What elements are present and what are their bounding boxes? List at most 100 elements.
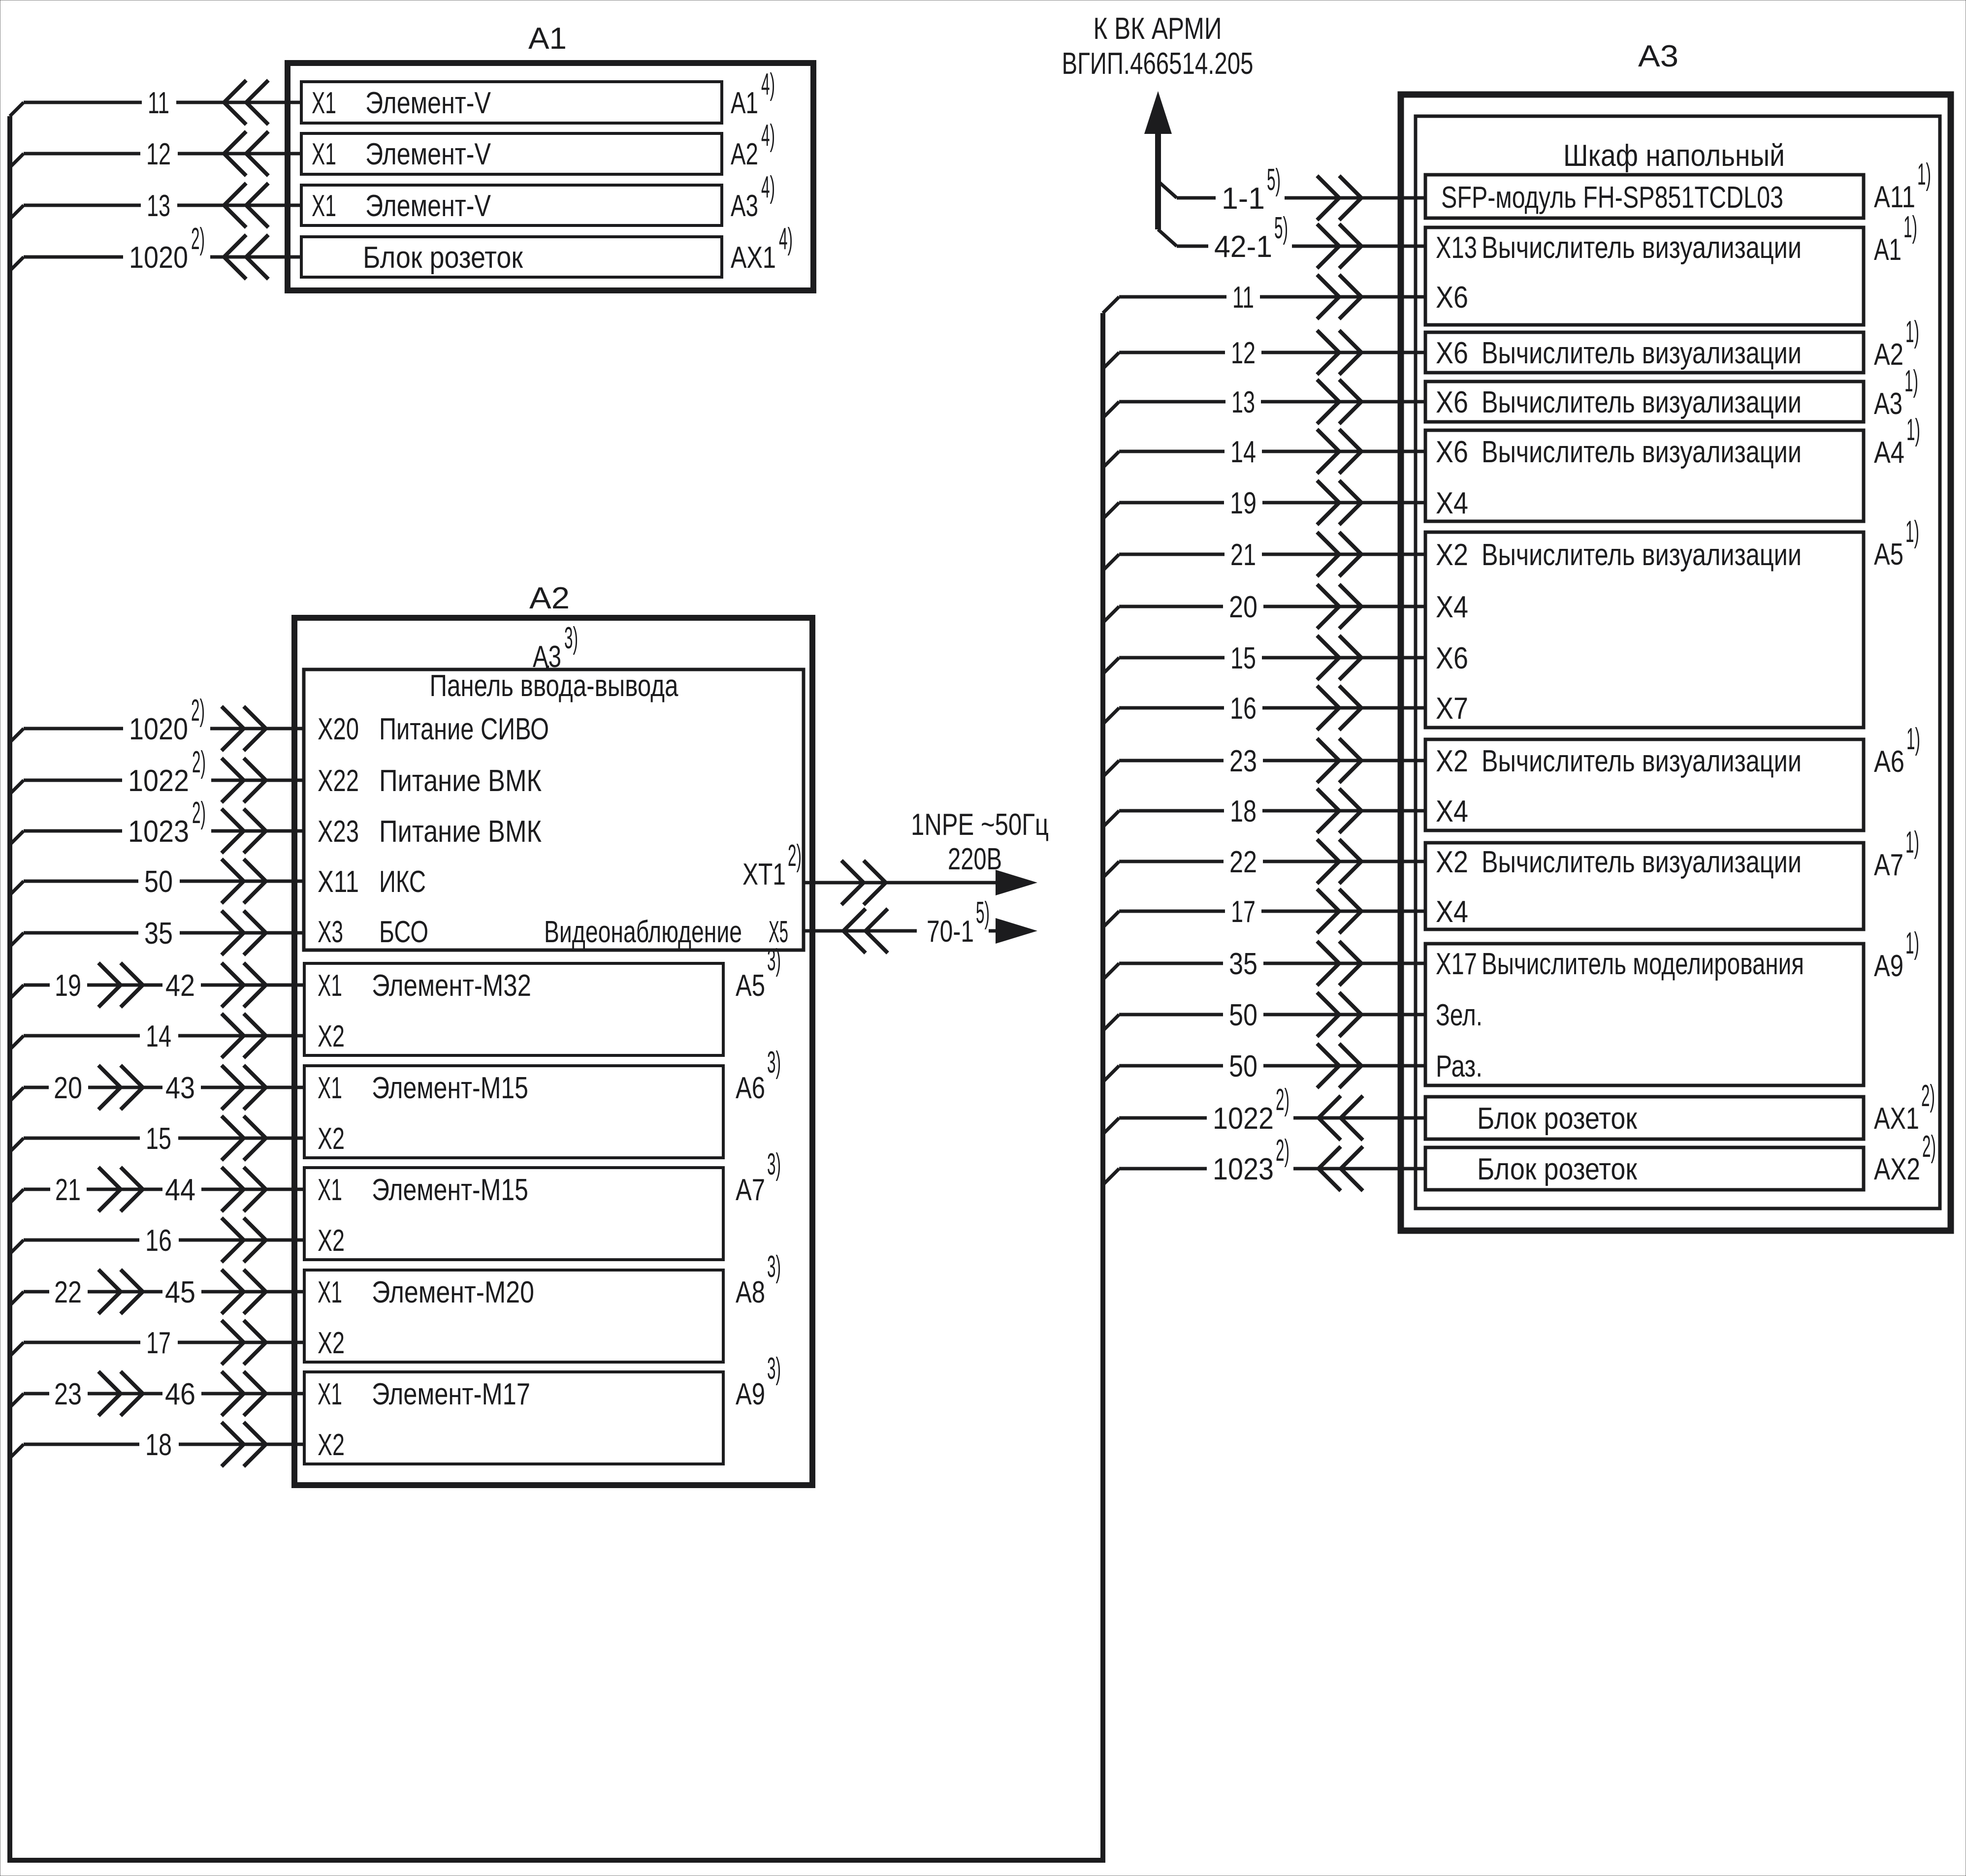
svg-text:A1: A1	[528, 22, 567, 56]
svg-text:Раз.: Раз.	[1436, 1049, 1483, 1083]
svg-text:AX1: AX1	[1874, 1102, 1919, 1136]
svg-text:X2: X2	[318, 1019, 345, 1053]
svg-text:Зел.: Зел.	[1436, 998, 1483, 1032]
svg-text:А3: А3	[1638, 39, 1678, 73]
svg-text:46: 46	[165, 1377, 195, 1411]
svg-text:35: 35	[1229, 947, 1257, 981]
svg-text:4): 4)	[761, 170, 775, 204]
svg-text:A4: A4	[1874, 436, 1904, 470]
svg-text:A2: A2	[529, 581, 570, 615]
svg-text:Питание ВМК: Питание ВМК	[379, 815, 542, 849]
svg-text:3): 3)	[767, 1250, 781, 1284]
svg-text:2): 2)	[1922, 1130, 1936, 1164]
svg-text:1): 1)	[1917, 158, 1931, 191]
svg-text:A1: A1	[731, 86, 758, 120]
svg-text:Элемент-М17: Элемент-М17	[372, 1377, 530, 1411]
svg-text:45: 45	[165, 1275, 195, 1309]
svg-text:X11: X11	[318, 865, 359, 899]
svg-text:A11: A11	[1874, 180, 1915, 214]
svg-text:X5: X5	[769, 915, 788, 949]
svg-text:Вычислитель визуализации: Вычислитель визуализации	[1482, 231, 1802, 265]
svg-text:18: 18	[1230, 795, 1257, 828]
svg-text:20: 20	[1229, 590, 1257, 624]
svg-text:12: 12	[1231, 336, 1256, 370]
svg-text:К ВК АРМИ: К ВК АРМИ	[1094, 12, 1222, 46]
svg-text:Элемент-V: Элемент-V	[365, 86, 491, 120]
svg-text:21: 21	[55, 1173, 81, 1207]
svg-text:Питание ВМК: Питание ВМК	[379, 764, 542, 798]
svg-text:Элемент-М32: Элемент-М32	[372, 969, 531, 1003]
svg-text:1020: 1020	[129, 712, 188, 746]
svg-text:Вычислитель визуализации: Вычислитель визуализации	[1482, 336, 1802, 370]
svg-text:70-1: 70-1	[927, 915, 974, 949]
svg-text:22: 22	[54, 1275, 82, 1309]
svg-text:35: 35	[144, 917, 173, 951]
svg-text:Элемент-V: Элемент-V	[365, 137, 491, 171]
svg-text:X2: X2	[318, 1122, 345, 1156]
svg-text:1023: 1023	[1213, 1152, 1274, 1186]
svg-text:14: 14	[1230, 435, 1256, 469]
svg-text:X6: X6	[1436, 385, 1468, 419]
svg-text:X7: X7	[1436, 692, 1468, 726]
svg-text:Шкаф напольный: Шкаф напольный	[1563, 139, 1785, 173]
svg-text:X22: X22	[318, 764, 359, 798]
svg-text:2): 2)	[1276, 1083, 1289, 1117]
svg-text:AX2: AX2	[1874, 1152, 1920, 1186]
svg-text:X4: X4	[1436, 895, 1468, 929]
svg-text:A5: A5	[736, 969, 765, 1003]
svg-text:16: 16	[1230, 692, 1257, 726]
svg-text:1): 1)	[1903, 210, 1917, 244]
svg-text:2): 2)	[1276, 1134, 1289, 1168]
svg-text:БСО: БСО	[379, 915, 428, 949]
svg-text:X6: X6	[1436, 336, 1468, 370]
svg-text:Блок розеток: Блок розеток	[363, 241, 523, 275]
svg-text:X1: X1	[318, 1275, 342, 1309]
svg-text:X2: X2	[318, 1326, 345, 1360]
svg-text:A3: A3	[731, 189, 758, 223]
svg-text:2): 2)	[1921, 1079, 1935, 1113]
svg-text:1023: 1023	[128, 815, 189, 849]
svg-text:23: 23	[1229, 744, 1257, 778]
svg-text:X1: X1	[318, 969, 342, 1003]
svg-text:1): 1)	[1906, 722, 1920, 756]
svg-text:1-1: 1-1	[1222, 182, 1265, 216]
svg-text:5): 5)	[976, 896, 990, 930]
svg-text:X1: X1	[318, 1377, 342, 1411]
svg-text:19: 19	[1230, 486, 1257, 520]
svg-text:Элемент-М15: Элемент-М15	[372, 1173, 528, 1207]
svg-text:X20: X20	[318, 712, 359, 746]
svg-text:A7: A7	[736, 1173, 765, 1207]
svg-text:Элемент-М20: Элемент-М20	[372, 1275, 534, 1309]
svg-text:A3: A3	[1874, 387, 1902, 421]
svg-text:XT1: XT1	[742, 858, 786, 891]
svg-text:1): 1)	[1906, 413, 1920, 447]
svg-text:A2: A2	[1874, 338, 1903, 372]
svg-text:1): 1)	[1904, 364, 1918, 398]
svg-text:11: 11	[148, 86, 169, 120]
svg-text:X1: X1	[312, 86, 336, 120]
svg-text:2): 2)	[192, 745, 206, 779]
svg-text:17: 17	[146, 1326, 171, 1360]
svg-text:X6: X6	[1436, 281, 1468, 315]
svg-text:44: 44	[165, 1173, 195, 1207]
svg-text:A5: A5	[1874, 538, 1903, 572]
svg-text:50: 50	[144, 865, 173, 899]
svg-text:18: 18	[145, 1428, 172, 1462]
svg-text:A9: A9	[736, 1377, 765, 1411]
svg-text:1): 1)	[1905, 515, 1919, 549]
svg-text:17: 17	[1231, 895, 1256, 929]
svg-text:X1: X1	[318, 1173, 342, 1207]
svg-text:4): 4)	[761, 119, 775, 153]
svg-text:Вычислитель визуализации: Вычислитель визуализации	[1482, 435, 1802, 469]
svg-text:A8: A8	[736, 1275, 765, 1309]
svg-text:Вычислитель визуализации: Вычислитель визуализации	[1482, 845, 1802, 879]
svg-text:42-1: 42-1	[1214, 230, 1272, 264]
svg-text:1): 1)	[1905, 315, 1919, 349]
svg-text:X4: X4	[1436, 590, 1468, 624]
svg-text:22: 22	[1229, 845, 1257, 879]
svg-text:Блок розеток: Блок розеток	[1477, 1152, 1638, 1186]
svg-text:A7: A7	[1874, 848, 1903, 882]
svg-text:SFP-модуль FH-SP851TCDL03: SFP-модуль FH-SP851TCDL03	[1441, 181, 1783, 215]
svg-text:A9: A9	[1874, 949, 1903, 983]
svg-text:X1: X1	[312, 137, 336, 171]
